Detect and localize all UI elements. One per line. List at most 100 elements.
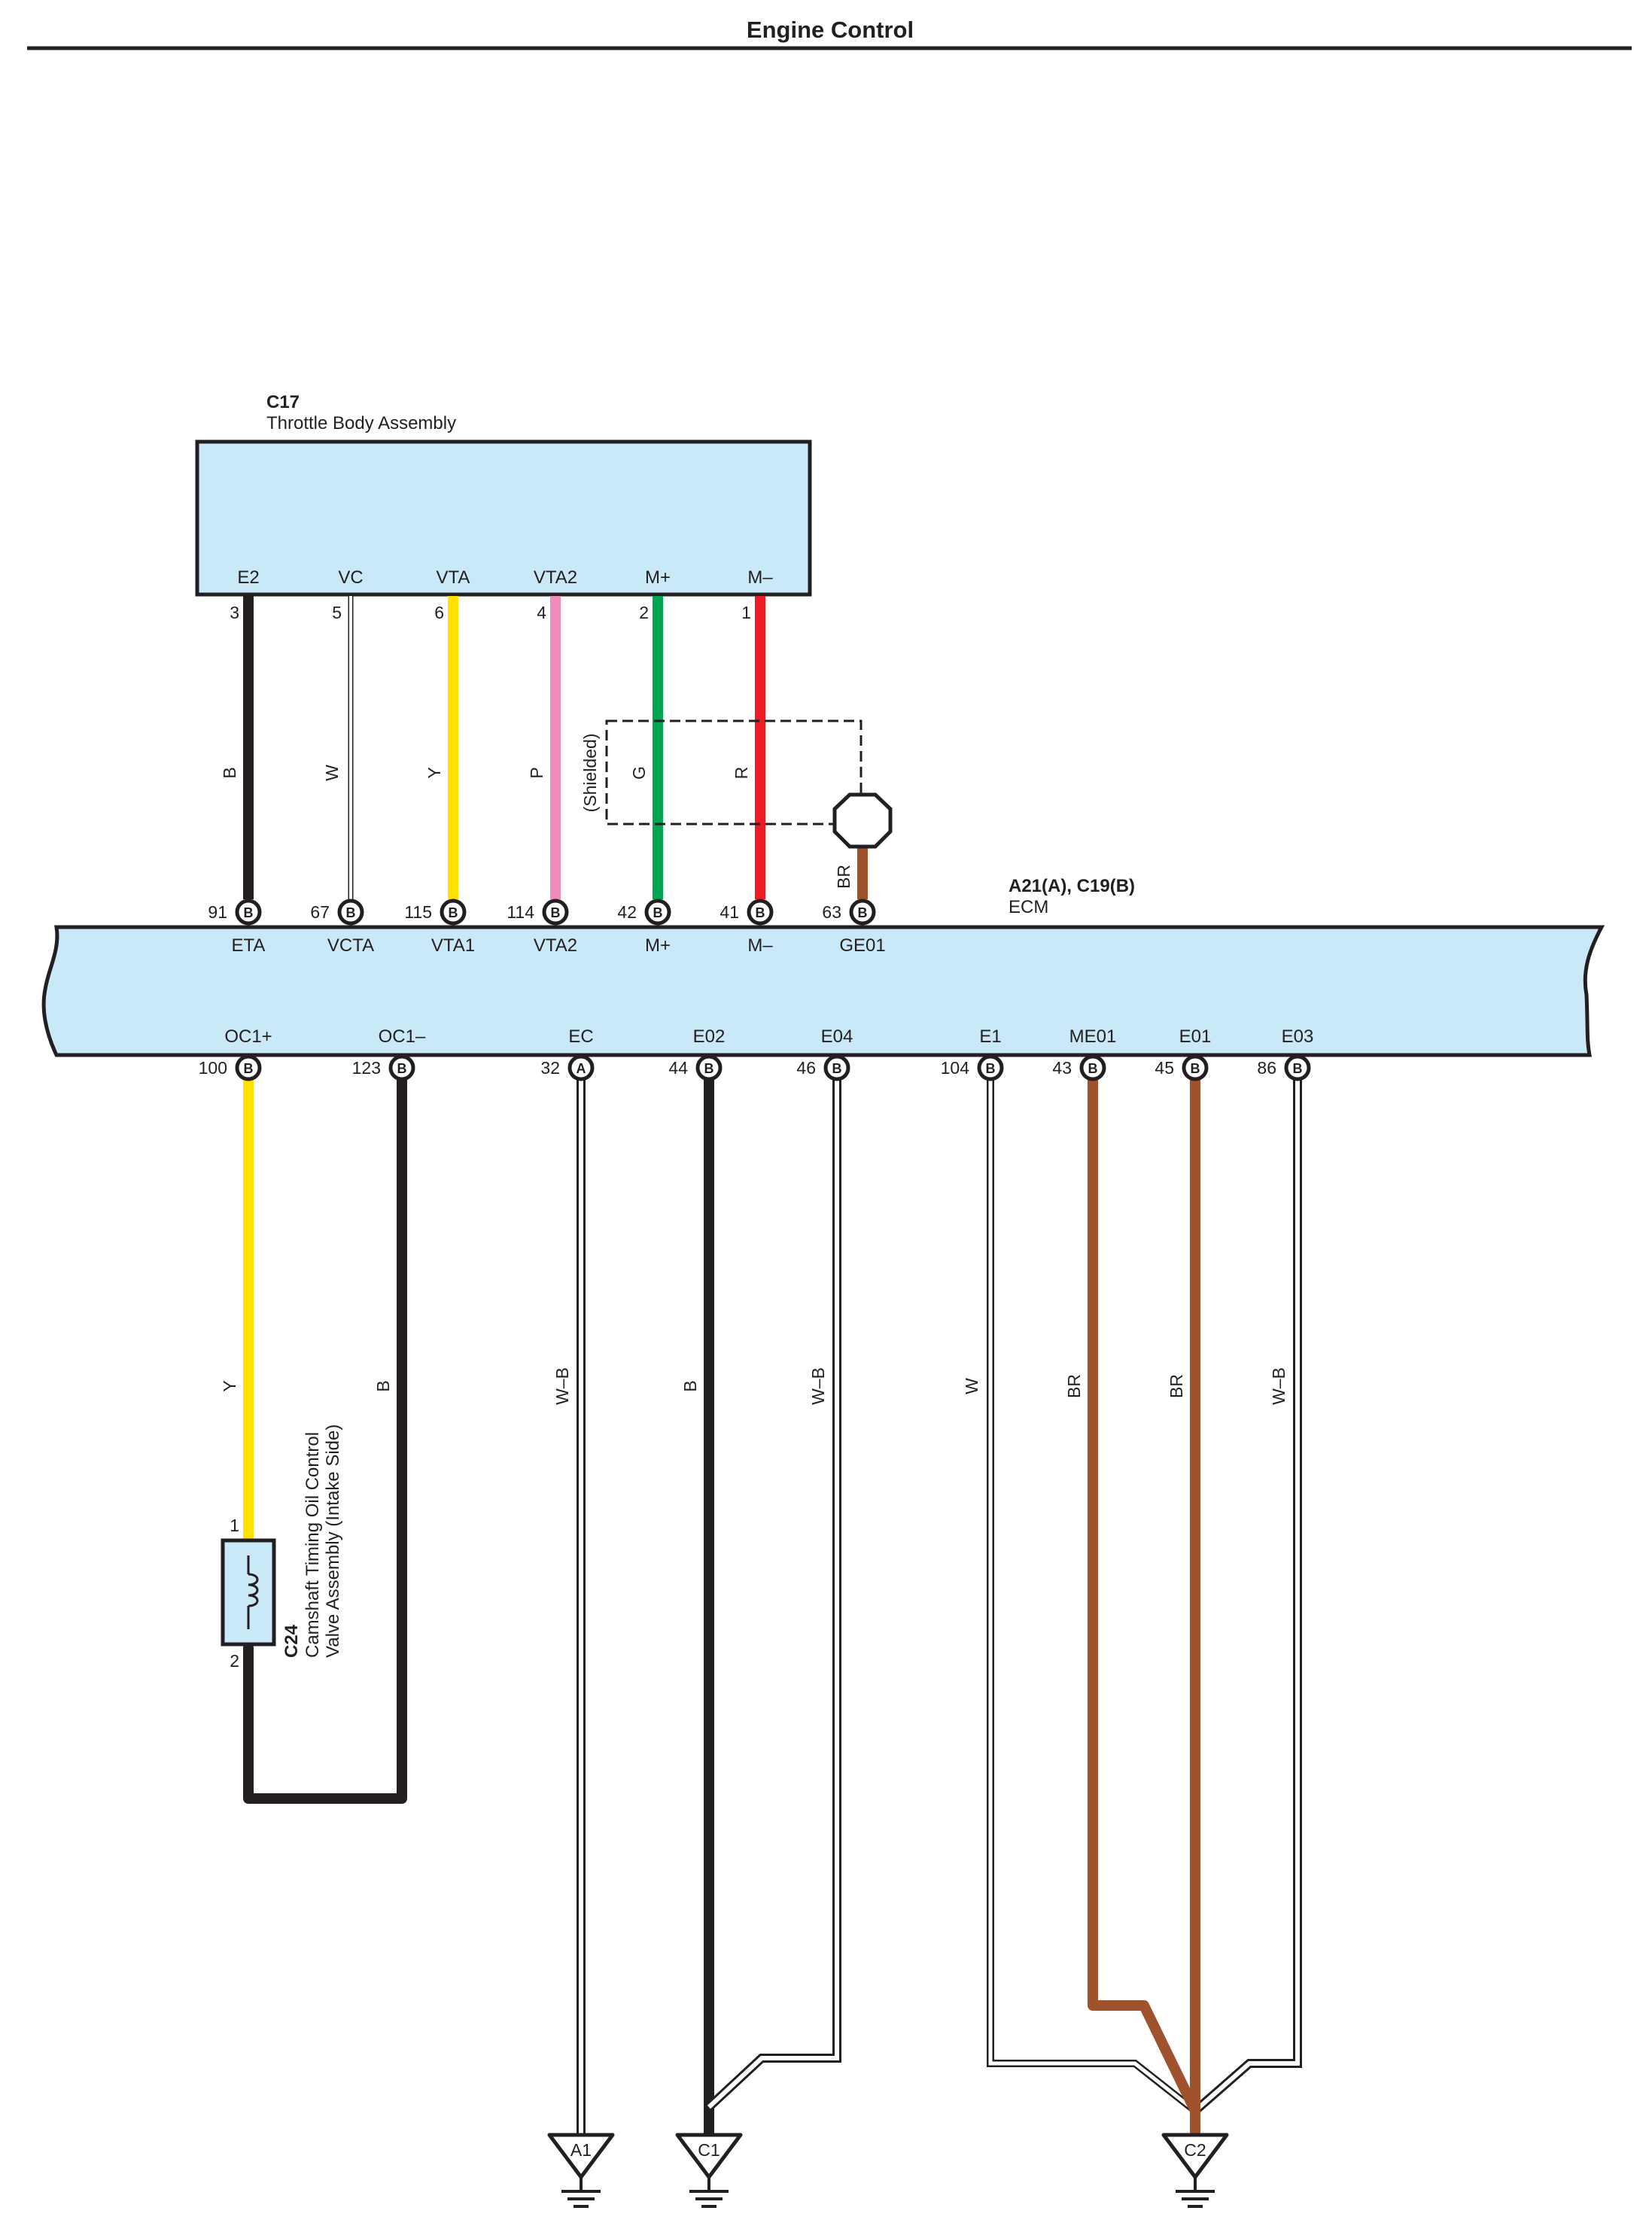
ecm-pin-num-44: 44 (668, 1058, 688, 1078)
upper-wires (243, 596, 868, 899)
ocv-id: C24 (281, 1624, 302, 1658)
ecm-pin-num-100: 100 (199, 1058, 227, 1078)
ocv-name-line2: Valve Assembly (Intake Side) (323, 1425, 343, 1658)
ecm-pin-label-e02: E02 (693, 1026, 726, 1047)
shield-outline (605, 719, 863, 826)
connector-91: B (235, 899, 262, 926)
wire-e03-wb (1192, 1076, 1302, 2115)
color-label-e1: W (962, 1378, 981, 1394)
ecm-pin-label-mplus: M+ (645, 935, 671, 956)
ground-label-c2: C2 (1184, 2140, 1206, 2160)
ecm-box (41, 925, 1605, 1057)
ecm-pin-num-45: 45 (1155, 1058, 1174, 1078)
color-label-vta2: P (527, 767, 546, 778)
ground-symbol-icon (1176, 2177, 1215, 2208)
throttle-pin-num-5: 5 (332, 603, 342, 622)
ground-c1: C1 (675, 2133, 743, 2208)
svg-text:A: A (577, 1061, 586, 1076)
color-label-e01: BR (1167, 1374, 1186, 1398)
throttle-name: Throttle Body Assembly (266, 413, 456, 433)
throttle-pin-label-mminus: M– (747, 567, 773, 588)
ecm-pin-label-ec: EC (568, 1026, 593, 1047)
ecm-pin-num-123: 123 (352, 1058, 381, 1078)
ecm-pin-label-vta2: VTA2 (534, 935, 577, 956)
ecm-pin-label-ge01: GE01 (839, 935, 885, 956)
throttle-pin-label-e2: E2 (237, 567, 259, 588)
ecm-pin-num-32: 32 (540, 1058, 560, 1078)
connector-46: B (823, 1054, 850, 1081)
throttle-pin-label-vc: VC (338, 567, 363, 588)
svg-text:B: B (653, 905, 663, 920)
ecm-pin-label-e01: E01 (1179, 1026, 1212, 1047)
color-label-e02: B (680, 1380, 700, 1391)
ecm-pin-num-114: 114 (507, 902, 534, 922)
ground-label-a1: A1 (570, 2140, 592, 2160)
ecm-pin-label-e04: E04 (821, 1026, 853, 1047)
throttle-pin-labels: E2 VC VTA VTA2 M+ M– (237, 567, 773, 588)
wire-me01-brown (1088, 1076, 1200, 2114)
connector-44: B (695, 1054, 723, 1081)
connector-63: B (849, 899, 876, 926)
ecm-top-pin-labels: ETA VCTA VTA1 VTA2 M+ M– GE01 (232, 935, 886, 956)
ecm-pin-label-e1: E1 (979, 1026, 1001, 1047)
svg-text:B: B (244, 905, 254, 920)
ecm-pin-num-63: 63 (822, 902, 841, 922)
ecm-pin-num-46: 46 (796, 1058, 816, 1078)
ecm-name: ECM (1009, 897, 1048, 917)
lower-wires (243, 1071, 1302, 2133)
throttle-body-box (195, 439, 812, 597)
svg-text:B: B (1191, 1061, 1200, 1076)
connector-123: B (388, 1054, 415, 1081)
throttle-pin-num-3: 3 (230, 603, 239, 622)
ground-c2: C2 (1161, 2133, 1229, 2208)
svg-text:B: B (986, 1061, 996, 1076)
ocv-pin-2: 2 (230, 1651, 239, 1671)
throttle-pin-num-6: 6 (434, 603, 444, 622)
throttle-id: C17 (266, 392, 300, 412)
connector-86: B (1284, 1054, 1311, 1081)
throttle-pin-label-vta: VTA (437, 567, 470, 588)
ground-label-c1: C1 (698, 2140, 720, 2160)
svg-text:B: B (858, 905, 868, 920)
color-label-ge01: BR (834, 865, 853, 889)
ecm-bottom-pin-numbers: 100 123 32 44 46 104 43 45 86 (199, 1058, 1276, 1078)
ecm-pin-num-104: 104 (941, 1058, 970, 1078)
connector-67: B (337, 899, 364, 926)
svg-text:B: B (346, 905, 356, 920)
connector-41: B (747, 899, 774, 926)
page-title: Engine Control (747, 17, 914, 43)
svg-text:B: B (704, 1061, 714, 1076)
ecm-pin-num-115: 115 (404, 902, 432, 922)
color-label-vta: Y (424, 767, 444, 778)
ecm-pin-label-vcta: VCTA (327, 935, 374, 956)
color-label-oc1plus: Y (220, 1380, 239, 1391)
ground-a1: A1 (547, 2133, 615, 2208)
ecm-pin-label-oc1minus: OC1– (379, 1026, 426, 1047)
svg-text:B: B (244, 1061, 254, 1076)
throttle-pin-label-mplus: M+ (645, 567, 671, 588)
svg-text:B: B (397, 1061, 407, 1076)
svg-text:B: B (449, 905, 458, 920)
color-label-e03: W–B (1269, 1367, 1288, 1405)
connector-43: B (1079, 1054, 1106, 1081)
ecm-bottom-connectors: B B A B B B B B B (235, 1054, 1311, 1081)
ground-symbol-icon (689, 2177, 729, 2208)
throttle-pin-num-1: 1 (741, 603, 751, 622)
wire-oc1minus-black (243, 1071, 407, 1804)
connector-115: B (440, 899, 467, 926)
ecm-pin-label-oc1plus: OC1+ (224, 1026, 272, 1047)
wire-e04-wb (705, 1076, 841, 2111)
svg-text:B: B (1293, 1061, 1303, 1076)
shield-ground-octagon (832, 792, 893, 849)
color-label-oc1minus: B (373, 1380, 393, 1391)
ecm-pin-num-67: 67 (310, 902, 330, 922)
shield-label: (Shielded) (580, 734, 600, 813)
ocv-name-line1: Camshaft Timing Oil Control (303, 1432, 323, 1658)
throttle-pin-label-vta2: VTA2 (534, 567, 577, 588)
ecm-pin-label-me01: ME01 (1069, 1026, 1117, 1047)
ecm-pin-num-86: 86 (1257, 1058, 1276, 1078)
color-label-e2: B (220, 767, 239, 778)
svg-text:B: B (1088, 1061, 1098, 1076)
ecm-pin-num-42: 42 (617, 902, 637, 922)
